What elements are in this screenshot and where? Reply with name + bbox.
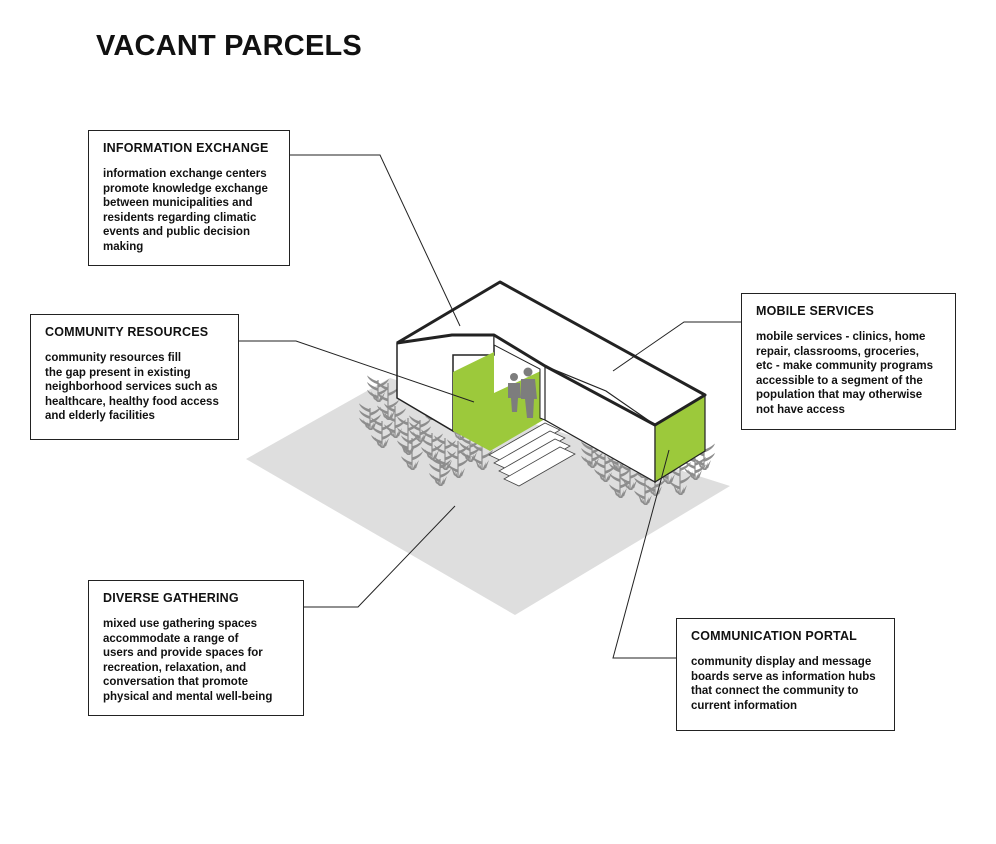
plant: [429, 455, 451, 486]
callout-heading: COMMUNICATION PORTAL: [691, 629, 858, 643]
plant: [684, 453, 706, 480]
callout-heading: COMMUNITY RESOURCES: [45, 325, 209, 339]
leader-community-resources: [239, 340, 475, 403]
callout-body: mixed use gathering spaces accommodate a…: [103, 618, 273, 703]
building: [396, 280, 707, 487]
plant: [609, 463, 631, 498]
roof-outline: [396, 280, 707, 427]
plant: [447, 439, 469, 478]
callout-heading: DIVERSE GATHERING: [103, 591, 239, 605]
callout-mobile-services: MOBILE SERVICES mobile services - clinic…: [741, 293, 956, 430]
callout-communication-portal: COMMUNICATION PORTAL community display a…: [676, 618, 895, 731]
plant: [359, 403, 381, 430]
callout-heading: INFORMATION EXCHANGE: [103, 141, 269, 155]
leader-communication-portal: [612, 449, 676, 659]
leader-information-exchange: [290, 154, 461, 327]
callout-heading: MOBILE SERVICES: [756, 304, 875, 318]
plant: [409, 415, 431, 442]
page-title: VACANT PARCELS: [96, 30, 362, 62]
callout-community-resources: COMMUNITY RESOURCES community resources …: [30, 314, 239, 440]
plant: [401, 435, 423, 470]
callout-information-exchange: INFORMATION EXCHANGE information exchang…: [88, 130, 290, 266]
entrance-steps: [488, 422, 576, 487]
callout-body: community display and message boards ser…: [691, 656, 876, 712]
callout-body: mobile services - clinics, home repair, …: [756, 331, 934, 416]
people-silhouettes: [508, 367, 537, 418]
ground-parcel: [246, 378, 730, 615]
callout-body: community resources fill the gap present…: [45, 352, 219, 423]
leader-lines: [239, 154, 741, 659]
callout-body: information exchange centers promote kno…: [103, 168, 268, 253]
plant: [367, 375, 389, 402]
callout-diverse-gathering: DIVERSE GATHERING mixed use gathering sp…: [88, 580, 304, 716]
leader-mobile-services: [612, 321, 741, 372]
leader-diverse-gathering: [304, 505, 456, 608]
plant: [421, 429, 443, 460]
entrance-green-wall: [453, 352, 545, 451]
